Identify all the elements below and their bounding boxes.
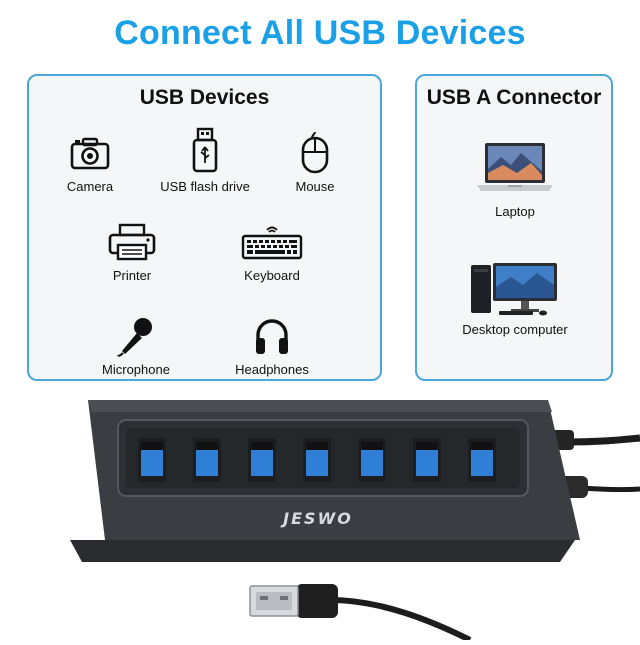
usb-ports xyxy=(138,438,496,482)
device-desktop-computer: Desktop computer xyxy=(460,258,570,337)
usb-devices-panel: USB Devices Camera USB flash drive xyxy=(27,74,382,381)
device-label: Mouse xyxy=(295,179,335,194)
device-camera: Camera xyxy=(35,131,145,194)
desktop-computer-image xyxy=(460,258,570,318)
usb-flash-drive-icon xyxy=(150,124,260,175)
device-label: Microphone xyxy=(102,362,170,377)
headphones-icon xyxy=(217,314,327,358)
usb-hub-image: JESWO xyxy=(70,400,640,643)
device-label: Printer xyxy=(112,268,152,283)
laptop-image xyxy=(460,138,570,200)
device-microphone: Microphone xyxy=(81,314,191,377)
usb-a-connector-title: USB A Connector xyxy=(426,86,602,109)
device-label: Laptop xyxy=(495,204,535,219)
device-laptop: Laptop xyxy=(460,138,570,219)
device-printer: Printer xyxy=(77,220,187,283)
device-keyboard: Keyboard xyxy=(217,220,327,283)
device-label: Camera xyxy=(66,179,114,194)
device-label: Keyboard xyxy=(244,268,300,283)
microphone-icon xyxy=(81,314,191,358)
keyboard-icon xyxy=(217,220,327,264)
mouse-icon xyxy=(260,128,370,175)
printer-icon xyxy=(77,220,187,264)
camera-icon xyxy=(35,131,145,175)
device-headphones: Headphones xyxy=(217,314,327,377)
usb-hub-product: JESWO xyxy=(0,390,640,643)
usb-devices-title: USB Devices xyxy=(139,86,270,109)
page-heading: Connect All USB Devices xyxy=(114,14,526,52)
device-label: Headphones xyxy=(235,362,309,377)
device-label: Desktop computer xyxy=(462,322,568,337)
device-usb-flash-drive: USB flash drive xyxy=(150,124,260,194)
device-label: USB flash drive xyxy=(160,179,250,194)
usb-a-connector-panel: USB A Connector Laptop xyxy=(415,74,613,381)
brand-logo: JESWO xyxy=(280,509,353,528)
device-mouse: Mouse xyxy=(260,128,370,194)
